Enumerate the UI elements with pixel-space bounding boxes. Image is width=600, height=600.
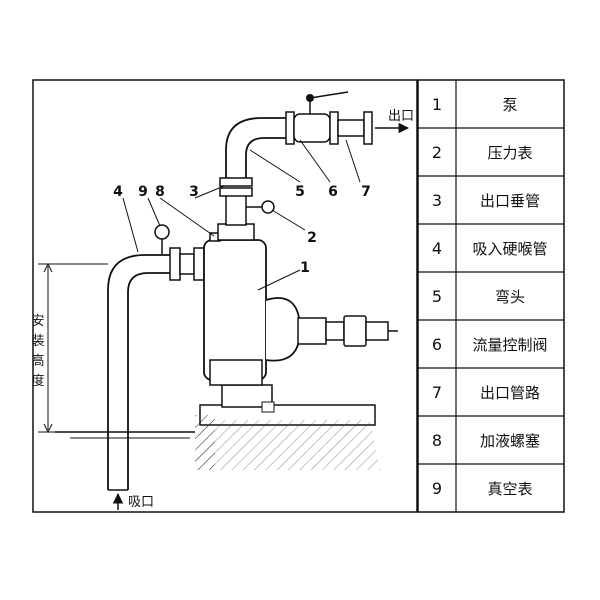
legend-no-3: 3 [432,191,442,210]
height-label-char-2: 装 [31,334,44,349]
callout-leaders [122,139,361,291]
legend-name-8: 加液螺塞 [480,432,540,450]
legend-no-4: 4 [432,239,442,258]
legend-no-8: 8 [432,431,442,450]
suction-pipe [107,247,205,491]
callout-1: 1 [300,260,310,276]
legend-name-3: 出口垂管 [480,192,540,210]
callout-5: 5 [295,184,305,200]
pump-body [203,239,398,386]
legend-no-7: 7 [432,383,442,402]
legend-table: 1 泵 2 压力表 3 出口垂管 4 吸入硬喉管 5 弯头 6 流量控制阀 7 … [417,79,565,513]
height-dimension [38,262,108,434]
callout-8: 8 [155,184,165,200]
legend-name-4: 吸入硬喉管 [472,240,547,258]
legend-name-1: 泵 [502,96,517,114]
legend-name-5: 弯头 [495,288,525,306]
legend-no-9: 9 [432,479,442,498]
inlet-label: 吸口 [128,495,154,510]
ground [55,384,380,470]
callout-9: 9 [138,184,148,200]
pressure-gauge [246,200,275,214]
height-label-char-3: 高 [31,353,44,369]
height-label-char-1: 安 [31,314,44,329]
legend-no-1: 1 [432,95,442,114]
vacuum-gauge [154,224,170,254]
legend-name-9: 真空表 [487,480,532,498]
legend-name-7: 出口管路 [480,384,540,402]
outlet-label: 出口 [388,109,414,124]
callout-4: 4 [113,184,123,200]
callout-6: 6 [328,184,338,200]
legend-name-6: 流量控制阀 [472,336,547,354]
legend-no-6: 6 [432,335,442,354]
legend-no-2: 2 [432,143,442,162]
callout-7: 7 [361,184,371,200]
outlet-vertical-pipe [217,177,255,241]
legend-name-2: 压力表 [487,144,532,162]
elbow [225,117,286,178]
callout-2: 2 [307,230,317,246]
callout-3: 3 [189,184,199,200]
height-label-char-4: 度 [31,373,44,389]
flow-control-valve [285,91,349,145]
diagram-frame [32,79,418,513]
outlet-pipeline [337,111,373,145]
legend-no-5: 5 [432,287,442,306]
